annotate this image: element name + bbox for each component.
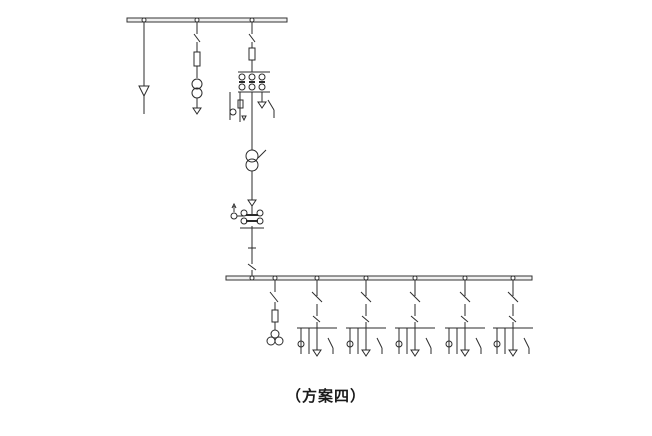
main-transformer-lv-winding <box>245 158 259 172</box>
hv-bus-node-1 <box>141 17 147 23</box>
hv-feeder-main <box>229 22 275 150</box>
lv-feeder-compensation <box>266 275 284 346</box>
main-transformer-hv-winding <box>245 149 259 163</box>
diagram-caption: （方案四） <box>285 387 366 405</box>
hv-fuse <box>193 51 201 67</box>
hv-bus-node-3 <box>249 17 255 23</box>
hv-feeder-arrester <box>138 22 150 114</box>
hv-bus-node-2 <box>194 17 200 23</box>
hv-main-fuse <box>248 47 256 61</box>
lv-feeder-1 <box>297 275 337 357</box>
hv-metering-branch <box>229 92 275 122</box>
hv-ct-block <box>238 71 270 93</box>
pt-winding-1 <box>191 78 203 90</box>
lv-feeder-2 <box>346 275 386 357</box>
lv-feeder-5 <box>493 275 533 357</box>
lv-feeder-4 <box>445 275 485 357</box>
lv-feeder-3 <box>395 275 435 357</box>
lv-incoming <box>230 199 264 276</box>
lv-busbar <box>225 275 533 281</box>
lv-meter <box>230 212 238 220</box>
lv-bus-node-incoming <box>249 275 255 281</box>
hv-busbar <box>126 17 288 23</box>
hv-feeder-voltage-transformer <box>191 22 203 115</box>
main-transformer <box>245 149 267 200</box>
